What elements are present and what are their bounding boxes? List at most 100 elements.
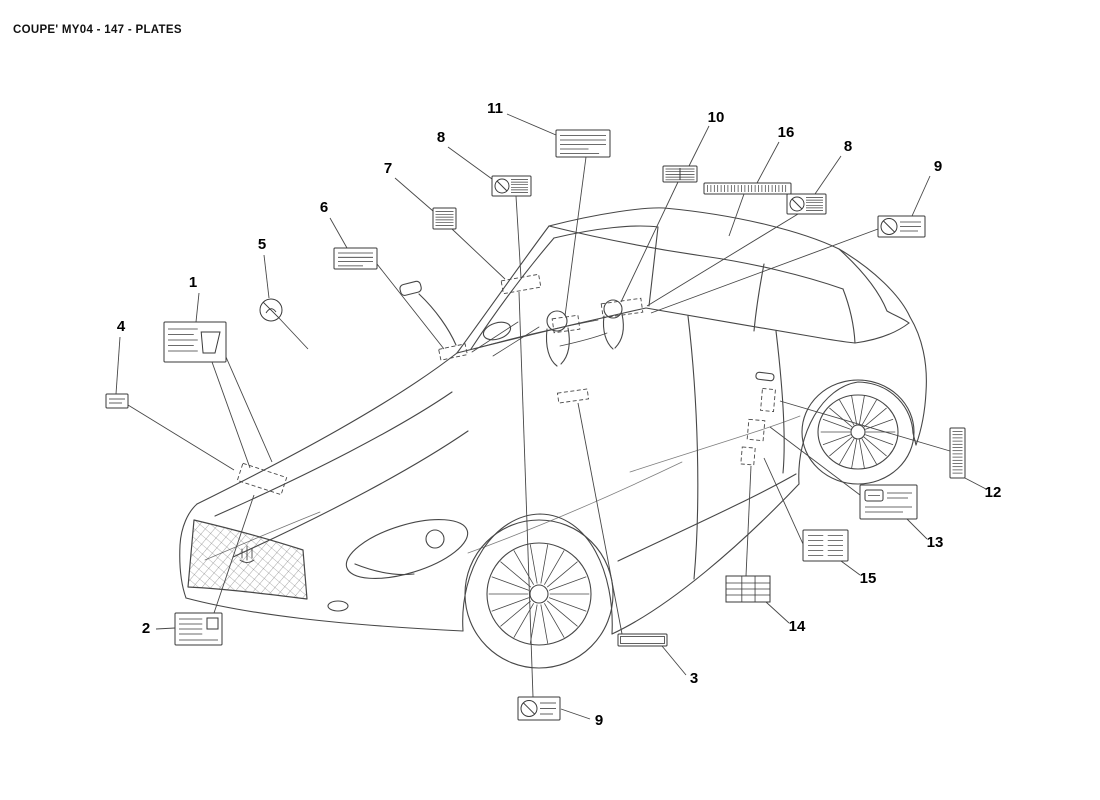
plate-3-icon xyxy=(617,633,668,647)
plate-9-icon xyxy=(877,215,926,238)
rear-wheel-rim xyxy=(817,394,899,470)
c-pillar xyxy=(842,288,856,344)
car-rear-wheel-arch xyxy=(798,381,917,485)
leader-line xyxy=(518,291,534,698)
windshield-left-inner xyxy=(470,237,555,350)
callout-11-number: 11 xyxy=(487,100,503,117)
car-grille xyxy=(187,519,308,600)
plate-14-icon xyxy=(725,575,771,603)
wheel-spoke xyxy=(863,407,887,428)
door-handle xyxy=(755,371,775,382)
leader-line xyxy=(814,155,842,195)
leader-line xyxy=(515,195,522,279)
rear-deck xyxy=(854,322,910,344)
leader-line xyxy=(962,476,987,490)
wheel-spoke xyxy=(822,418,851,430)
leader-line xyxy=(779,400,951,452)
leader-line xyxy=(447,146,493,180)
wheel-spoke xyxy=(500,600,531,627)
car-front-face xyxy=(179,503,198,599)
steering-wheel xyxy=(482,321,512,341)
rear-window-edge xyxy=(838,248,910,324)
wheel-spoke xyxy=(540,544,549,584)
callout-14-number: 14 xyxy=(789,618,806,635)
car-a-pillar xyxy=(456,225,550,354)
leader-line xyxy=(213,494,255,614)
headlight-inner xyxy=(425,529,445,549)
plate-12-icon xyxy=(949,427,966,479)
car-rocker xyxy=(611,483,800,635)
b-pillar xyxy=(753,263,765,332)
callout-8-number: 8 xyxy=(437,129,445,146)
console-line xyxy=(559,332,608,347)
leader-lines xyxy=(115,113,987,720)
callout-16-number: 16 xyxy=(778,124,795,141)
hood-crease-2 xyxy=(232,430,469,558)
plate-location-marker xyxy=(438,343,468,361)
wheel-spoke xyxy=(829,407,853,428)
leader-line xyxy=(577,402,623,635)
wheel-spoke xyxy=(829,436,853,457)
rear-wheel-spokes xyxy=(820,395,896,469)
wheel-spoke xyxy=(529,604,538,644)
leader-line xyxy=(278,317,309,350)
plate-location-markers xyxy=(236,273,776,496)
headlight xyxy=(345,519,469,579)
callout-15-number: 15 xyxy=(860,570,877,587)
wheel-spoke xyxy=(858,439,865,469)
rear-wheel-tire xyxy=(801,379,915,485)
leader-line xyxy=(906,518,928,540)
wheel-spoke xyxy=(851,395,858,425)
seat-headrest-right xyxy=(603,299,623,319)
leader-line xyxy=(195,292,200,323)
plate-4-icon xyxy=(105,393,129,409)
callout-12-number: 12 xyxy=(985,484,1002,501)
callout-2-number: 2 xyxy=(142,620,150,637)
leader-line xyxy=(769,426,861,496)
plate-7-icon xyxy=(432,207,457,230)
door-seam-rear xyxy=(775,330,785,474)
wheel-spoke xyxy=(861,438,877,465)
car-hood-edge xyxy=(196,352,458,505)
plate-10-icon xyxy=(662,165,698,183)
plate-9-icon xyxy=(517,696,561,721)
car-line-art xyxy=(179,207,927,669)
headlight-detail xyxy=(354,563,415,576)
plate-16-icon xyxy=(703,182,792,195)
plate-location-marker xyxy=(740,446,756,466)
front-wheel-hub xyxy=(529,584,549,604)
leader-line xyxy=(745,465,752,577)
seat-right xyxy=(602,313,624,350)
wheel-spoke xyxy=(544,550,565,585)
side-crease-low xyxy=(617,473,797,562)
wheel-spoke xyxy=(858,395,865,425)
leader-line xyxy=(840,560,861,576)
plate-13-icon xyxy=(859,484,918,520)
wheel-spoke xyxy=(861,399,877,426)
callout-4-number: 4 xyxy=(117,318,126,335)
callout-3-number: 3 xyxy=(690,670,698,687)
callout-13-number: 13 xyxy=(927,534,944,551)
dashboard-line xyxy=(473,319,599,350)
leader-line xyxy=(263,254,270,299)
seat-headrest-left xyxy=(546,310,568,332)
car-front-bottom xyxy=(185,597,464,632)
wheel-spoke xyxy=(491,597,530,612)
leader-line xyxy=(560,708,591,720)
leader-line xyxy=(155,627,176,630)
front-wheel-tire xyxy=(464,519,614,669)
leader-line xyxy=(225,356,273,463)
leader-line xyxy=(376,263,445,350)
hood-crease-3 xyxy=(204,511,321,561)
leader-line xyxy=(688,125,710,167)
seat-left xyxy=(545,327,570,367)
plate-11-icon xyxy=(555,129,611,158)
leader-line xyxy=(646,213,799,307)
leader-line xyxy=(394,177,434,212)
plate-6-icon xyxy=(333,247,378,270)
wheel-spoke xyxy=(839,399,855,426)
wheel-spoke xyxy=(839,438,855,465)
wheel-spoke xyxy=(544,603,565,638)
plate-location-marker xyxy=(556,388,590,404)
callout-5-number: 5 xyxy=(258,236,266,253)
